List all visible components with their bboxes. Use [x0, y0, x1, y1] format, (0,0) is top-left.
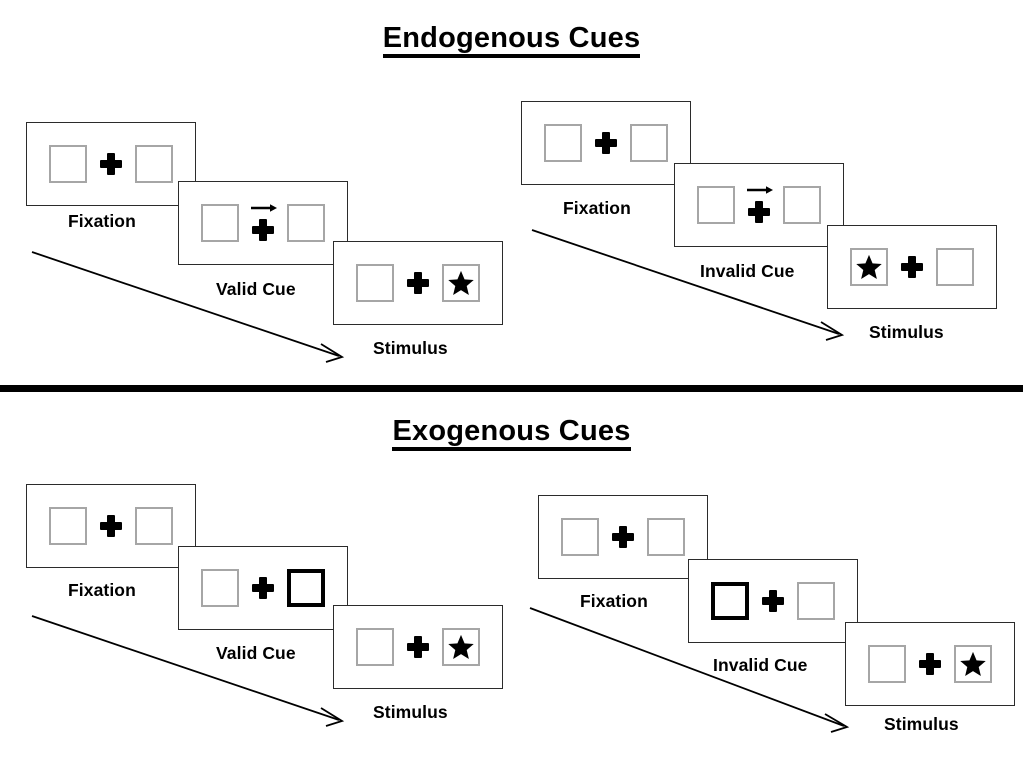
panel-endogenous-invalid-fixation	[521, 101, 691, 185]
panel-content	[828, 226, 996, 308]
panel-content	[689, 560, 857, 642]
panel-exogenous-valid-cue	[178, 546, 348, 630]
caption-endogenous-invalid-cue: Invalid Cue	[700, 261, 795, 281]
left-placeholder-box-with-target	[850, 248, 888, 286]
panel-content	[334, 242, 502, 324]
left-placeholder-box	[868, 645, 906, 683]
caption-exogenous-valid-stimulus: Stimulus	[373, 702, 448, 722]
right-placeholder-box-with-target	[442, 628, 480, 666]
caption-exogenous-invalid-fixation: Fixation	[580, 591, 648, 611]
caption-exogenous-valid-cue: Valid Cue	[216, 643, 296, 663]
caption-endogenous-valid-fixation: Fixation	[68, 211, 136, 231]
plus-cross-icon	[252, 577, 274, 599]
panel-exogenous-valid-fixation	[26, 484, 196, 568]
section-title-endogenous-text: Endogenous Cues	[382, 23, 641, 59]
caption-endogenous-invalid-stimulus: Stimulus	[869, 322, 944, 342]
star-icon	[960, 651, 986, 677]
panel-endogenous-invalid-cue	[674, 163, 844, 247]
right-placeholder-box-with-target	[442, 264, 480, 302]
right-placeholder-box	[135, 507, 173, 545]
caption-exogenous-valid-fixation: Fixation	[68, 580, 136, 600]
plus-cross-icon	[919, 653, 941, 675]
plus-cross-icon	[762, 590, 784, 612]
right-placeholder-box	[647, 518, 685, 556]
left-placeholder-box-cued	[711, 582, 749, 620]
plus-cross-icon	[100, 153, 122, 175]
panel-endogenous-valid-fixation	[26, 122, 196, 206]
caption-endogenous-valid-stimulus: Stimulus	[373, 338, 448, 358]
right-placeholder-box	[783, 186, 821, 224]
right-arrow-cue-icon	[251, 204, 277, 212]
star-icon	[856, 254, 882, 280]
plus-cross-icon	[100, 515, 122, 537]
right-placeholder-box-with-target	[954, 645, 992, 683]
right-placeholder-box	[287, 204, 325, 242]
panel-content	[675, 164, 843, 246]
panel-content	[522, 102, 690, 184]
right-placeholder-box	[135, 145, 173, 183]
panel-exogenous-invalid-cue	[688, 559, 858, 643]
left-placeholder-box	[201, 569, 239, 607]
plus-cross-icon	[612, 526, 634, 548]
caption-endogenous-invalid-fixation: Fixation	[563, 198, 631, 218]
panel-content	[27, 485, 195, 567]
plus-cross-icon	[407, 272, 429, 294]
right-arrow-cue-icon	[747, 186, 773, 194]
left-placeholder-box	[356, 264, 394, 302]
star-icon	[448, 270, 474, 296]
right-placeholder-box	[936, 248, 974, 286]
star-icon	[448, 634, 474, 660]
right-placeholder-box-cued	[287, 569, 325, 607]
section-divider	[0, 385, 1023, 392]
left-placeholder-box	[201, 204, 239, 242]
panel-endogenous-valid-stimulus	[333, 241, 503, 325]
section-title-exogenous-text: Exogenous Cues	[392, 416, 631, 452]
plus-cross-icon	[252, 219, 274, 241]
caption-endogenous-valid-cue: Valid Cue	[216, 279, 296, 299]
plus-cross-icon	[407, 636, 429, 658]
panel-content	[179, 547, 347, 629]
panel-endogenous-valid-cue	[178, 181, 348, 265]
panel-exogenous-invalid-stimulus	[845, 622, 1015, 706]
panel-content	[334, 606, 502, 688]
panel-content	[179, 182, 347, 264]
left-placeholder-box	[49, 507, 87, 545]
panel-endogenous-invalid-stimulus	[827, 225, 997, 309]
panel-content	[846, 623, 1014, 705]
panel-exogenous-invalid-fixation	[538, 495, 708, 579]
left-placeholder-box	[544, 124, 582, 162]
panel-content	[539, 496, 707, 578]
central-arrow-cue-group	[747, 186, 773, 224]
section-title-exogenous: Exogenous Cues	[0, 415, 1023, 452]
plus-cross-icon	[595, 132, 617, 154]
panel-exogenous-valid-stimulus	[333, 605, 503, 689]
central-arrow-cue-group	[251, 204, 277, 242]
panel-content	[27, 123, 195, 205]
left-placeholder-box	[356, 628, 394, 666]
left-placeholder-box	[561, 518, 599, 556]
caption-exogenous-invalid-stimulus: Stimulus	[884, 714, 959, 734]
left-placeholder-box	[697, 186, 735, 224]
left-placeholder-box	[49, 145, 87, 183]
plus-cross-icon	[748, 201, 770, 223]
section-title-endogenous: Endogenous Cues	[0, 22, 1023, 59]
right-placeholder-box	[630, 124, 668, 162]
plus-cross-icon	[901, 256, 923, 278]
caption-exogenous-invalid-cue: Invalid Cue	[713, 655, 808, 675]
right-placeholder-box	[797, 582, 835, 620]
